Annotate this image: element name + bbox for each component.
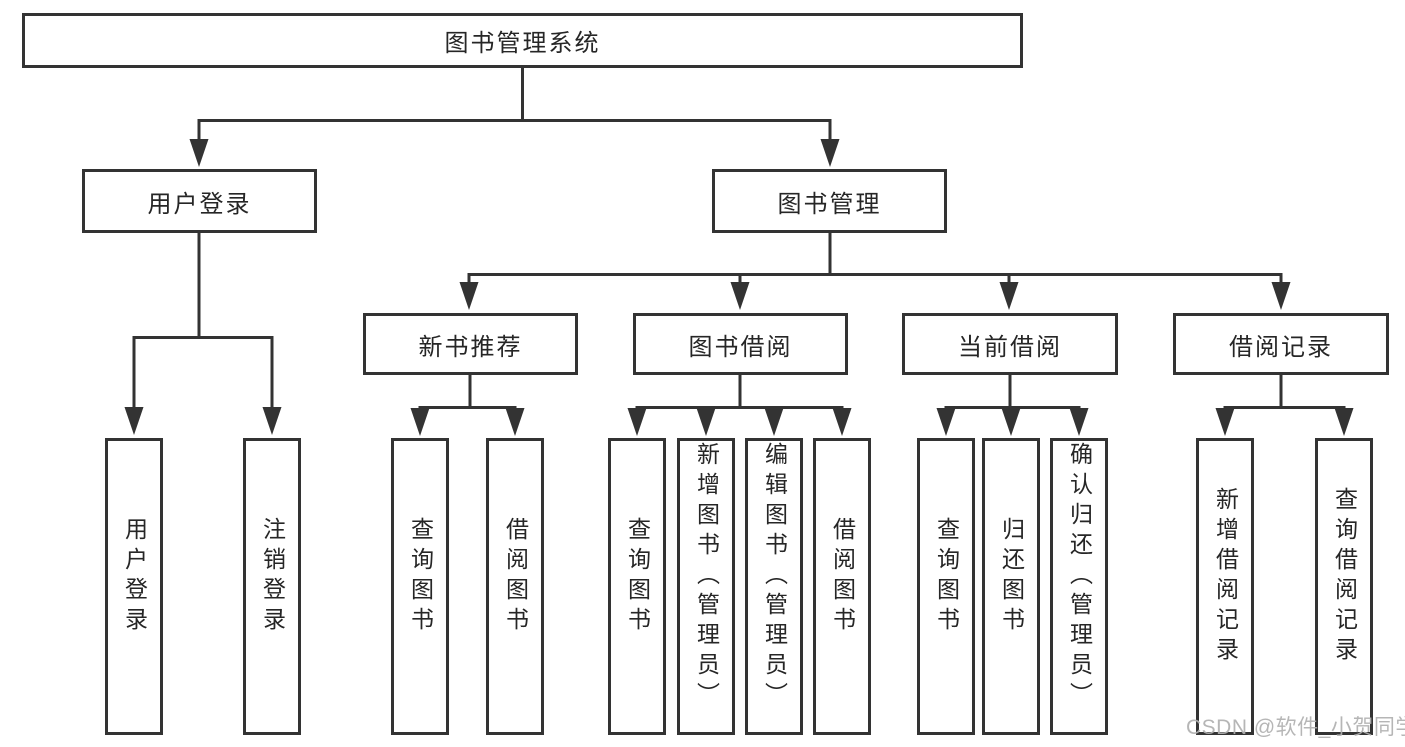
arrowhead-icon (124, 407, 144, 435)
node-label: 借阅记录 (1229, 333, 1333, 361)
arrowhead-icon (696, 408, 716, 436)
connector-borrow-elbow (635, 406, 844, 410)
leaf-label: 用户登录 (121, 516, 148, 637)
leaf-add-borrow-record: 新增借阅记录 (1196, 438, 1254, 735)
arrowhead-icon (936, 408, 956, 436)
leaf-borrow-books-1: 借阅图书 (486, 438, 544, 735)
leaf-user-login: 用户登录 (105, 438, 163, 735)
arrowhead-icon (999, 282, 1019, 310)
node-current-borrowing: 当前借阅 (902, 313, 1118, 375)
node-label: 用户登录 (147, 190, 252, 218)
connector-level3-elbow (467, 273, 1283, 284)
leaf-label: 归还图书 (998, 516, 1025, 637)
leaf-logout: 注销登录 (243, 438, 301, 735)
node-label: 图书借阅 (688, 333, 793, 361)
leaf-label: 新增借阅记录 (1212, 486, 1239, 667)
arrowhead-icon (459, 282, 479, 310)
node-new-book-recommend: 新书推荐 (363, 313, 578, 375)
leaf-label: 借阅图书 (502, 516, 529, 637)
leaf-borrow-books-2: 借阅图书 (813, 438, 871, 735)
arrowhead-icon (764, 408, 784, 436)
connector-newbook-elbow (418, 406, 517, 410)
csdn-watermark: CSDN @软件_小贺同学 (1186, 716, 1405, 739)
leaf-return-books: 归还图书 (982, 438, 1040, 735)
arrowhead-icon (1271, 282, 1291, 310)
arrowhead-icon (832, 408, 852, 436)
leaf-add-books-admin: 新增图书（管理员） (677, 438, 735, 735)
arrowhead-icon (1334, 408, 1354, 436)
connector-records-elbow (1223, 406, 1346, 410)
leaf-label: 新增图书（管理员） (693, 441, 720, 712)
node-book-borrowing: 图书借阅 (633, 313, 848, 375)
leaf-search-books-3: 查询图书 (917, 438, 975, 735)
node-label: 当前借阅 (958, 333, 1062, 361)
arrowhead-icon (189, 139, 209, 167)
arrowhead-icon (262, 407, 282, 435)
arrowhead-icon (1001, 408, 1021, 436)
node-label: 图书管理 (777, 190, 882, 218)
arrowhead-icon (820, 139, 840, 167)
arrowhead-icon (410, 408, 430, 436)
arrowhead-icon (1069, 408, 1089, 436)
leaf-search-books-2: 查询图书 (608, 438, 666, 735)
node-borrowing-records: 借阅记录 (1173, 313, 1389, 375)
leaf-label: 查询借阅记录 (1331, 486, 1358, 667)
leaf-search-borrow-record: 查询借阅记录 (1315, 438, 1373, 735)
leaf-label: 注销登录 (259, 516, 286, 637)
leaf-label: 查询图书 (624, 516, 651, 637)
node-user-login: 用户登录 (82, 169, 317, 233)
leaf-label: 确认归还（管理员） (1066, 441, 1093, 712)
arrowhead-icon (730, 282, 750, 310)
leaf-label: 查询图书 (933, 516, 960, 637)
node-label: 新书推荐 (418, 333, 523, 361)
leaf-label: 编辑图书（管理员） (761, 441, 788, 712)
arrowhead-icon (627, 408, 647, 436)
arrowhead-icon (1215, 408, 1235, 436)
connector-userlogin-elbow (132, 336, 274, 409)
node-book-management: 图书管理 (712, 169, 947, 233)
leaf-confirm-return-admin: 确认归还（管理员） (1050, 438, 1108, 735)
leaf-label: 查询图书 (407, 516, 434, 637)
connector-level2-elbow (197, 119, 832, 141)
node-label: 图书管理系统 (444, 30, 601, 57)
leaf-edit-books-admin: 编辑图书（管理员） (745, 438, 803, 735)
leaf-label: 借阅图书 (829, 516, 856, 637)
leaf-search-books-1: 查询图书 (391, 438, 449, 735)
arrowhead-icon (505, 408, 525, 436)
node-library-system: 图书管理系统 (22, 13, 1023, 68)
